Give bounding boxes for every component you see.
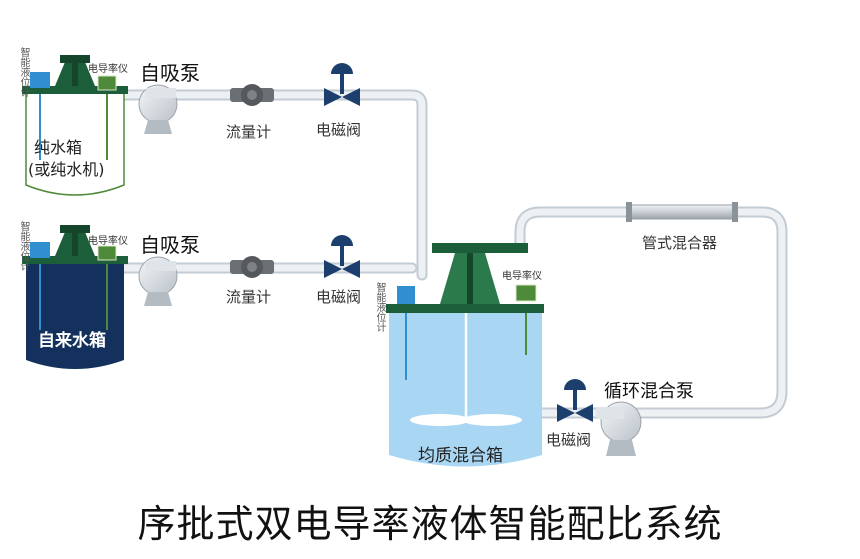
valve-label-top: 电磁阀 <box>316 121 362 139</box>
solenoid-valve-top <box>324 63 360 106</box>
valve-label-bottom: 电磁阀 <box>316 288 362 306</box>
flowmeter-bottom <box>230 256 274 278</box>
pure-water-tank <box>22 55 128 196</box>
flowmeter-label-top: 流量计 <box>226 123 272 141</box>
conductivity-label-bottom: 电导率仪 <box>88 236 128 247</box>
page-title: 序批式双电导率液体智能配比系统 <box>137 502 723 546</box>
level-meter-mixer <box>397 286 415 304</box>
self-priming-pump-top <box>138 84 178 134</box>
conductivity-label-top: 电导率仪 <box>88 64 128 75</box>
flowmeter-top <box>230 84 274 106</box>
conductivity-mixer <box>515 284 537 302</box>
self-priming-pump-bottom <box>138 256 178 306</box>
pump-label-bottom: 自吸泵 <box>140 233 200 257</box>
solenoid-valve-bottom <box>324 235 360 278</box>
pump-label-top: 自吸泵 <box>140 61 200 85</box>
tap-tank-label: 自来水箱 <box>38 331 106 351</box>
mixing-tank-label: 均质混合箱 <box>418 446 503 466</box>
valve-label-circ: 电磁阀 <box>546 431 592 449</box>
conductivity-bottom <box>97 245 117 261</box>
pure-tank-label-1: 纯水箱 <box>34 138 83 157</box>
static-pipe-mixer <box>626 202 738 222</box>
level-meter-top <box>30 72 50 88</box>
level-meter-label-bottom: 智能液位计 <box>18 221 29 271</box>
solenoid-valve-circ <box>557 379 593 422</box>
tap-water-tank <box>22 225 128 369</box>
circ-pump-label: 循环混合泵 <box>604 381 694 402</box>
level-meter-bottom <box>30 242 50 258</box>
level-meter-label-top: 智能液位计 <box>18 47 29 97</box>
circulation-pump <box>596 401 642 456</box>
level-meter-label-mixer: 智能液位计 <box>374 282 385 332</box>
conductivity-top <box>97 75 117 91</box>
pipe-mixer-label: 管式混合器 <box>642 234 718 252</box>
pure-tank-label-2: (或纯水机) <box>28 160 105 179</box>
conductivity-label-mixer: 电导率仪 <box>502 271 542 282</box>
mixing-tank <box>386 243 544 467</box>
flowmeter-label-bottom: 流量计 <box>226 288 272 306</box>
